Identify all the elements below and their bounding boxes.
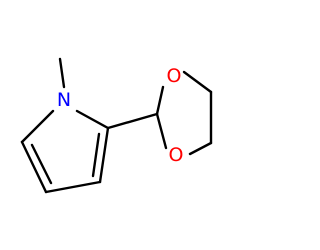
bond-c5-c4-inner — [30, 143, 53, 185]
bond-c2-n — [75, 109, 110, 130]
atom-label-oxygen-top: O — [167, 65, 182, 87]
bond-n-methyl — [58, 57, 66, 89]
bond-c3-c2-inner — [91, 132, 101, 178]
atom-label-oxygen-bottom: O — [169, 144, 184, 166]
bond-o1-ch2 — [182, 70, 213, 94]
bond-c5-c4 — [20, 140, 48, 194]
bond-ch2-o2 — [188, 141, 213, 156]
bond-c4-c3 — [44, 180, 102, 194]
bond-o2-acetal — [155, 112, 168, 150]
bond-c3-c2 — [98, 126, 110, 184]
bond-n-c5 — [20, 109, 55, 144]
bond-acetal-o1 — [155, 85, 165, 116]
atom-label-nitrogen: N — [57, 89, 71, 111]
structure-canvas: N O O — [20, 57, 213, 194]
molecule-drawing: N O O — [20, 57, 213, 194]
bond-c2-acetal — [106, 112, 159, 130]
